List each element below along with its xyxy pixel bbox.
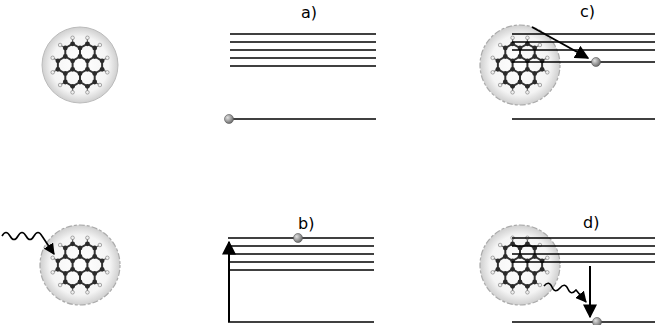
molecules [51, 36, 549, 294]
panel-label: c) [579, 4, 596, 20]
photons [2, 233, 586, 303]
bubbles [40, 25, 560, 305]
panel-label: a) [300, 5, 318, 21]
panel-label: b) [297, 216, 315, 232]
energy-levels [228, 34, 655, 322]
transition-arrows [229, 27, 590, 322]
panel-label: d) [582, 215, 600, 231]
electrons [225, 58, 602, 325]
